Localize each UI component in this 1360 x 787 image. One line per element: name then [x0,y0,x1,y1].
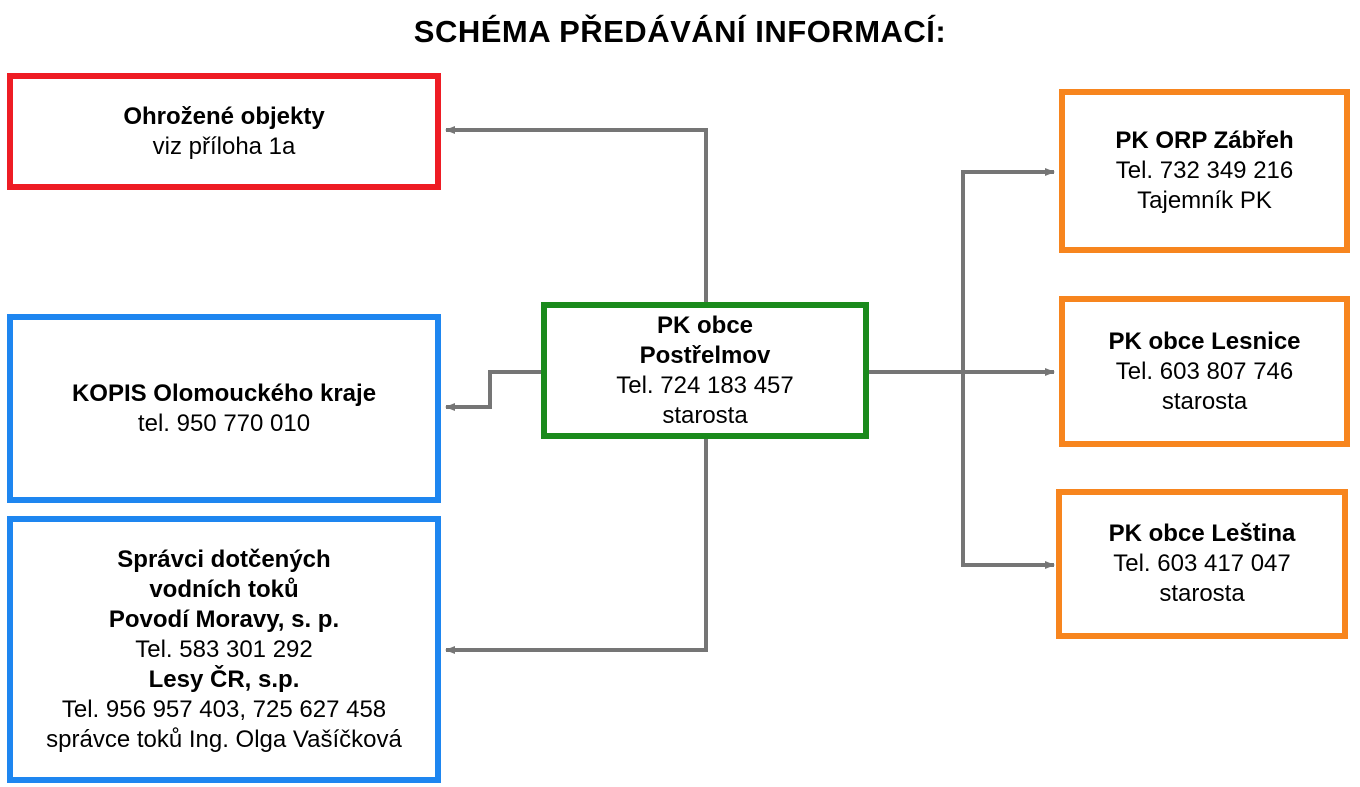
lesnice-phone: Tel. 603 807 746 [1115,357,1294,385]
zabreh-phone: Tel. 732 349 216 [1115,157,1294,184]
threatened-objects-note: viz příloha 1a [152,132,296,160]
lestina-phone: Tel. 603 417 047 [1113,550,1291,577]
kopis-name: KOPIS Olomouckého kraje [71,379,377,407]
zabreh-role: Tajemník PK [1137,187,1272,214]
center-role: starosta [662,401,748,429]
arrow-to-zabreh [961,168,1055,372]
lesnice-name: PK obce Lesnice [1108,327,1301,355]
water-managers-heading-2: vodních toků [149,575,299,603]
lestina-role: starosta [1159,580,1245,607]
lesy-cr-name: Lesy ČR, s.p. [148,665,300,693]
arrow-to-kopis [445,370,545,411]
zabreh-box: PK ORP Zábřeh Tel. 732 349 216 Tajemník … [1059,89,1350,253]
lestina-name: PK obce Leština [1108,520,1296,547]
lesnice-box: PK obce Lesnice Tel. 603 807 746 starost… [1059,296,1350,447]
lesy-cr-contact: správce toků Ing. Olga Vašíčková [46,725,402,753]
kopis-phone: tel. 950 770 010 [137,409,311,437]
diagram-title: SCHÉMA PŘEDÁVÁNÍ INFORMACÍ: [413,14,947,49]
povodi-moravy-phone: Tel. 583 301 292 [135,635,313,663]
kopis-box: KOPIS Olomouckého kraje tel. 950 770 010 [7,314,441,503]
povodi-moravy-name: Povodí Moravy, s. p. [108,605,340,633]
center-phone: Tel. 724 183 457 [616,371,794,399]
lestina-box: PK obce Leština Tel. 603 417 047 starost… [1056,489,1348,639]
center-box: PK obce Postřelmov Tel. 724 183 457 star… [541,302,869,439]
threatened-objects-label: Ohrožené objekty [123,102,325,130]
center-name-1: PK obce [656,311,754,339]
arrow-to-water-managers [445,438,708,654]
zabreh-name: PK ORP Zábřeh [1115,127,1294,154]
center-name-2: Postřelmov [639,341,771,369]
lesnice-role: starosta [1161,387,1248,415]
lesy-cr-phone: Tel. 956 957 403, 725 627 458 [61,695,387,723]
threatened-objects-box: Ohrožené objekty viz příloha 1a [7,73,441,190]
water-managers-heading-1: Správci dotčených [117,545,331,573]
arrow-to-threatened-objects [445,126,708,302]
arrow-to-lestina [961,372,1055,569]
water-managers-box: Správci dotčených vodních toků Povodí Mo… [7,516,441,783]
